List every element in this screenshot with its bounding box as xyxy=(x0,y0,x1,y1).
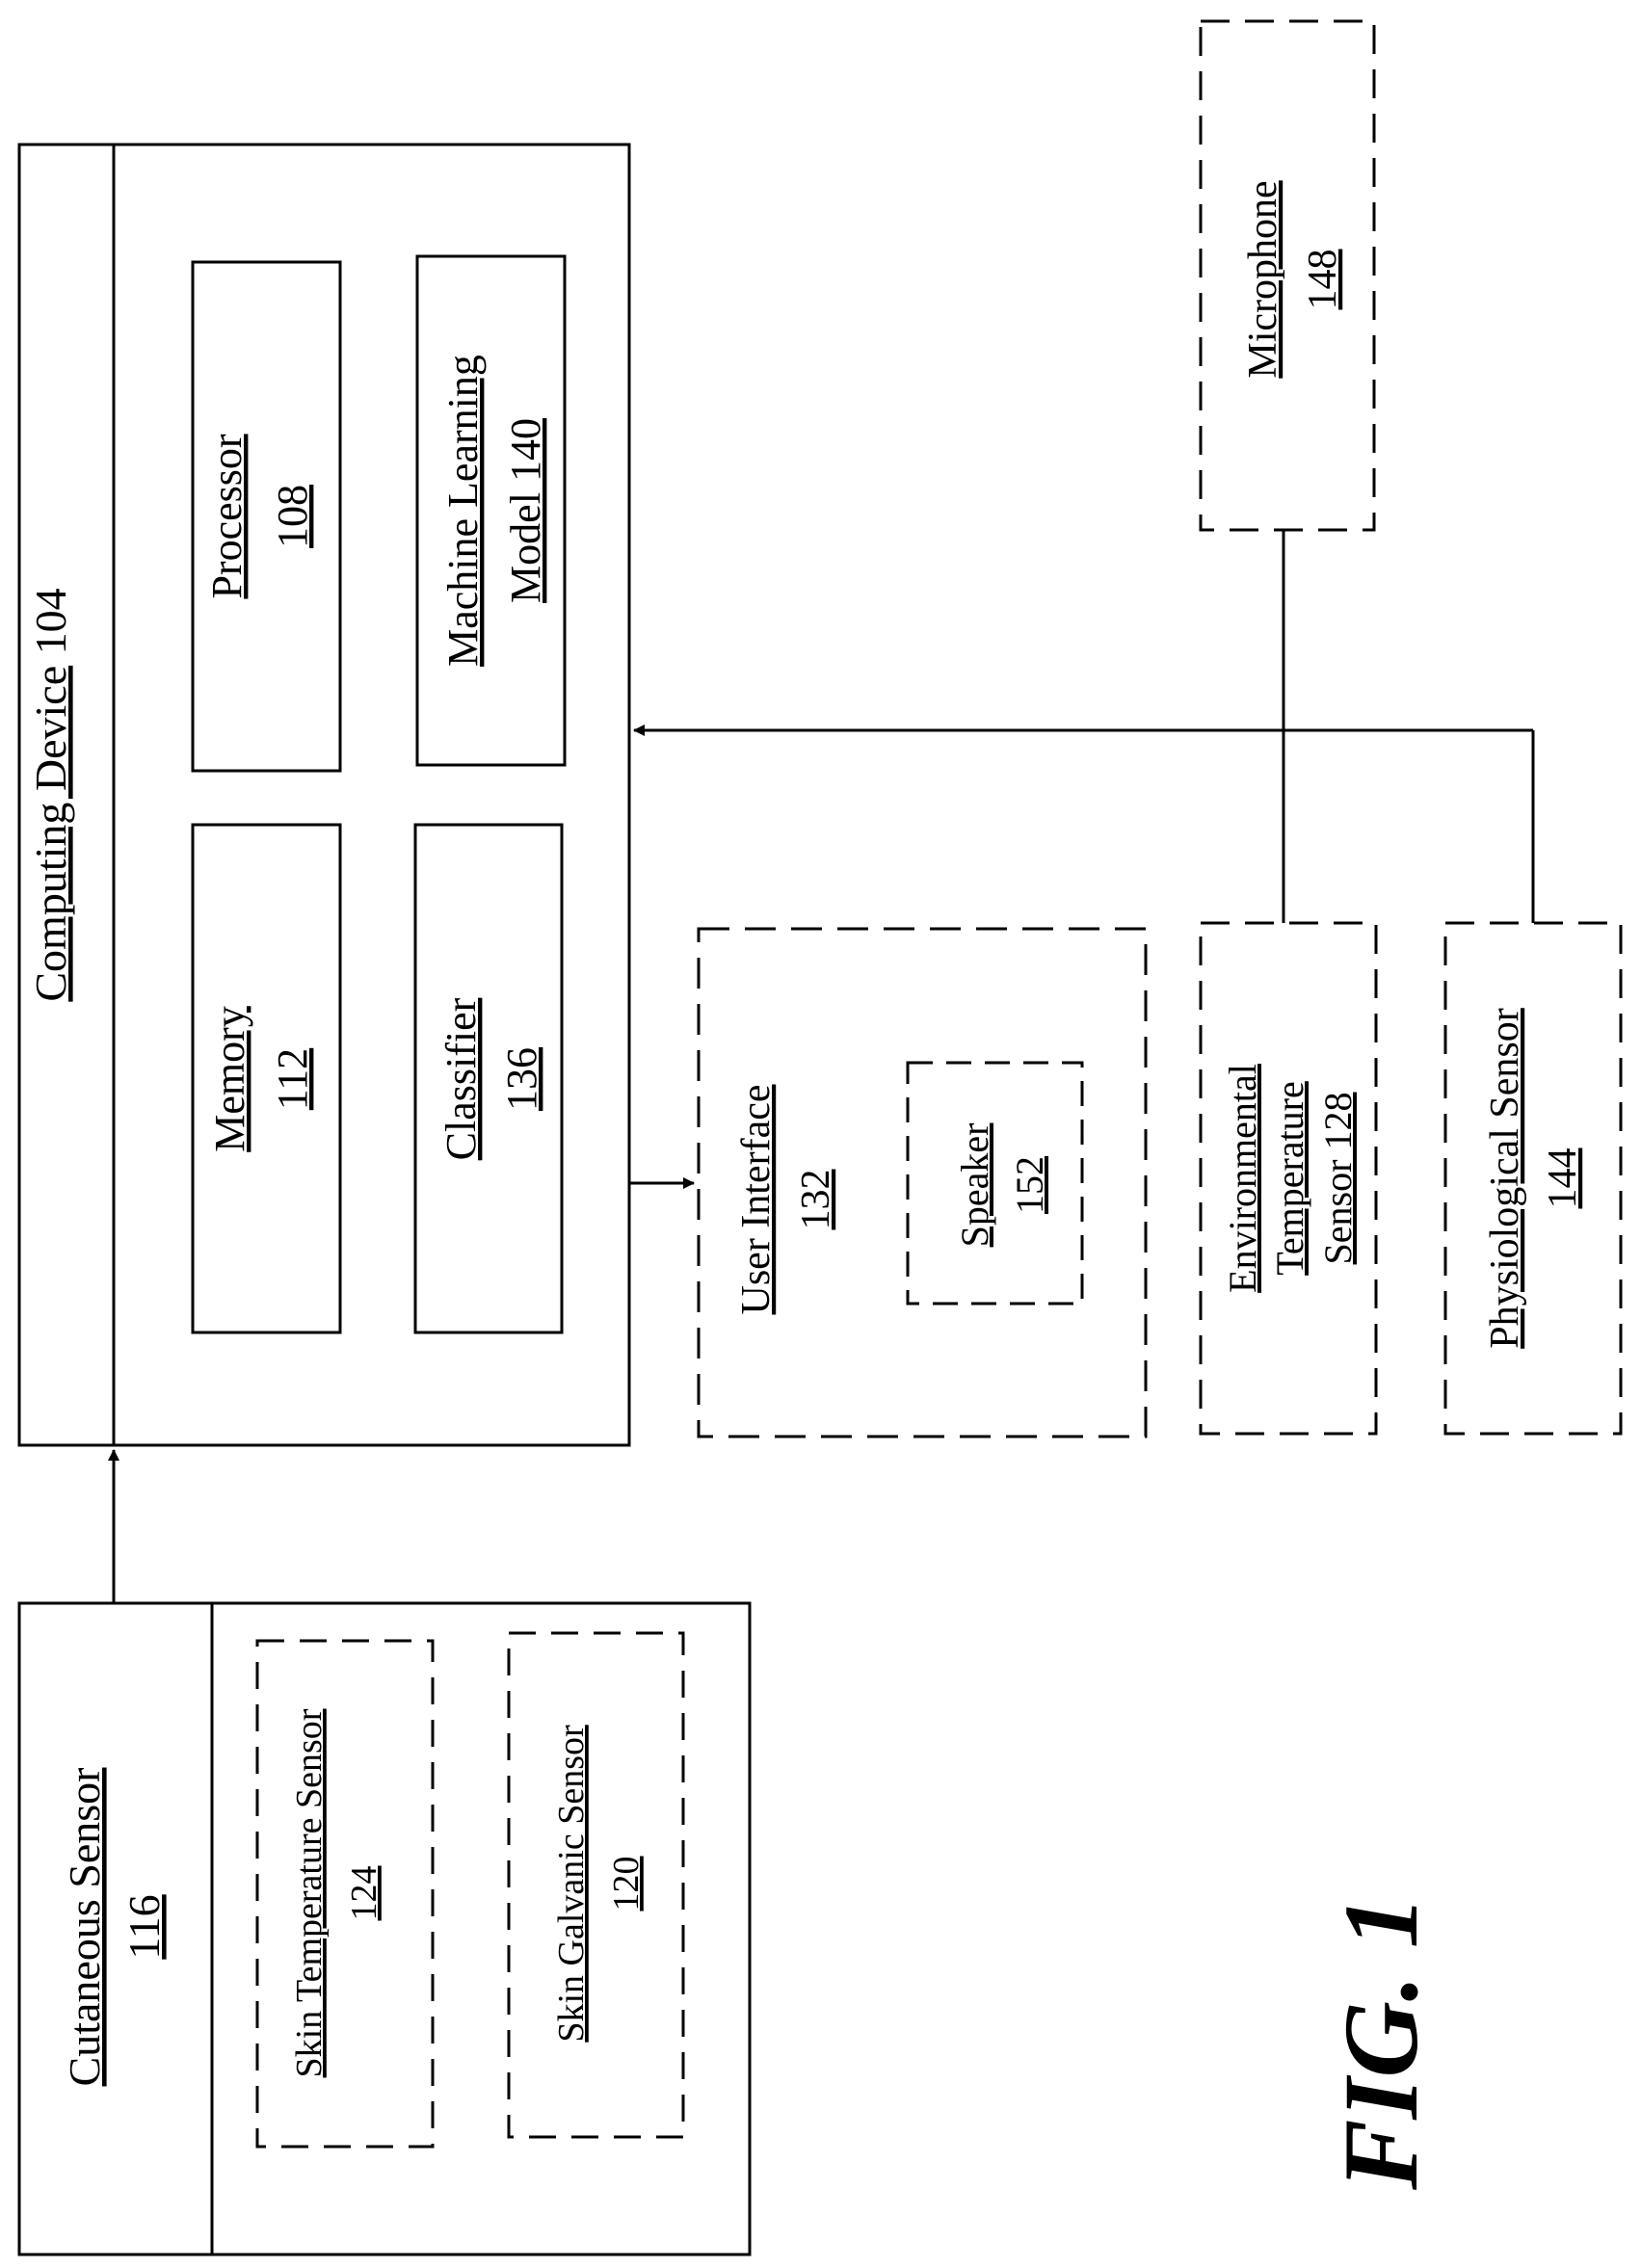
memory-ref: 112 xyxy=(269,1048,316,1110)
speaker-ref: 152 xyxy=(1008,1156,1051,1214)
skin-galvanic-sensor-name: Skin Galvanic Sensor xyxy=(551,1725,592,2043)
memory-name: Memory xyxy=(206,1006,253,1152)
classifier-name: Classifier xyxy=(437,997,485,1160)
user-interface-block: User Interface 132 xyxy=(699,929,1146,1437)
user-interface-ref: 132 xyxy=(794,1170,838,1230)
computing-device-ref: 104 xyxy=(26,588,75,654)
physiological-sensor-name: Physiological Sensor xyxy=(1483,1008,1527,1349)
environmental-sensor-line3: Sensor 128 xyxy=(1316,1093,1360,1265)
user-interface-name: User Interface xyxy=(734,1085,779,1315)
cutaneous-sensor-name: Cutaneous Sensor xyxy=(60,1768,109,2087)
memory-block: Memory 112 xyxy=(193,825,340,1332)
environmental-temperature-sensor-block: Environmental Temperature Sensor 128 xyxy=(1201,923,1376,1434)
microphone-name: Microphone xyxy=(1241,180,1285,378)
skin-galvanic-sensor-block: Skin Galvanic Sensor 120 xyxy=(509,1633,683,2137)
physiological-sensor-ref: 144 xyxy=(1541,1148,1585,1209)
classifier-block: Classifier 136 xyxy=(415,825,562,1332)
speaker-name: Speaker xyxy=(953,1123,996,1248)
skin-galvanic-sensor-ref: 120 xyxy=(606,1857,647,1912)
computing-device-name: Computing Device xyxy=(26,666,75,1002)
classifier-ref: 136 xyxy=(498,1047,545,1111)
cutaneous-sensor-ref: 116 xyxy=(119,1894,169,1959)
skin-temperature-sensor-ref: 124 xyxy=(344,1866,384,1921)
cutaneous-sensor-block: Cutaneous Sensor 116 xyxy=(19,1603,750,2255)
ml-model-name-line2: Model 140 xyxy=(502,418,549,603)
figure-label: FIG. 1 xyxy=(1322,1895,1440,2191)
speaker-block: Speaker 152 xyxy=(908,1063,1082,1304)
skin-temperature-sensor-name: Skin Temperature Sensor xyxy=(289,1708,330,2077)
processor-ref: 108 xyxy=(269,485,316,548)
environmental-sensor-line2: Temperature xyxy=(1268,1081,1311,1276)
ml-model-name-line1: Machine Learning xyxy=(439,355,487,667)
machine-learning-model-block: Machine Learning Model 140 xyxy=(417,256,565,765)
microphone-block: Microphone 148 xyxy=(1201,21,1374,530)
skin-temperature-sensor-block: Skin Temperature Sensor 124 xyxy=(257,1641,433,2147)
processor-name: Processor xyxy=(203,434,251,598)
physiological-sensor-block: Physiological Sensor 144 xyxy=(1445,923,1621,1434)
processor-block: Processor 108 xyxy=(193,262,340,771)
microphone-ref: 148 xyxy=(1301,250,1345,310)
environmental-sensor-line1: Environmental xyxy=(1221,1064,1264,1293)
svg-text:Computing Device: Computing Device 104 xyxy=(26,588,75,1001)
computing-device-block: Computing Device 104 xyxy=(19,145,629,1445)
